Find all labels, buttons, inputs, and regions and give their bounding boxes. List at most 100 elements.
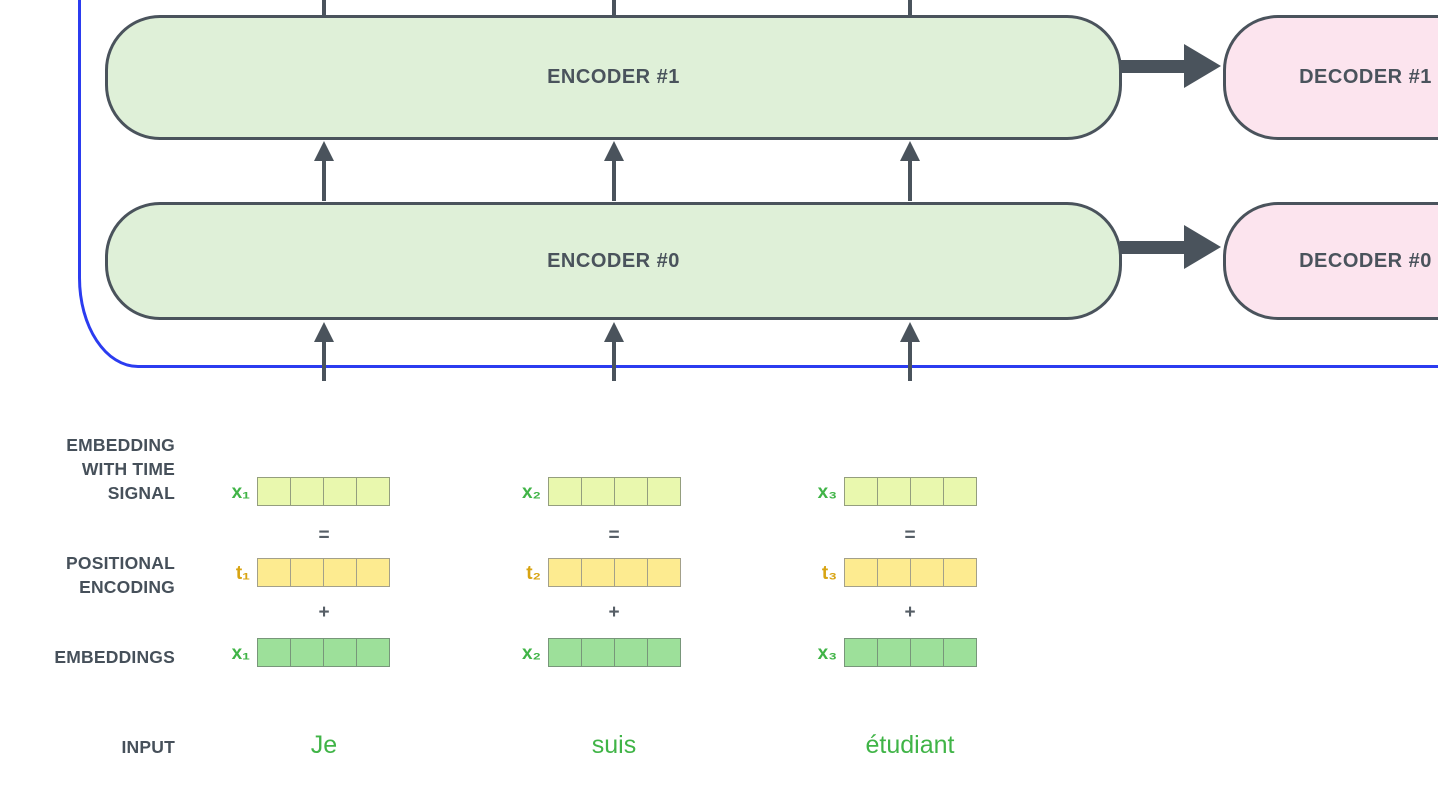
encoder-stack-frame: [78, 0, 1438, 368]
vector-cell: [258, 559, 290, 586]
vector-cell: [323, 478, 356, 505]
decoder-0-label: DECODER #0: [1299, 249, 1432, 272]
equals-operator: =: [608, 525, 620, 546]
vector-cell: [910, 639, 943, 666]
time-signal-vector: [257, 477, 390, 506]
decoder-1-label: DECODER #1: [1299, 66, 1432, 88]
vector-cell: [877, 478, 910, 505]
arrow-head-icon: [1184, 225, 1221, 269]
label-embeddings: EMBEDDINGS: [54, 647, 175, 667]
equals-operator: =: [318, 525, 330, 546]
plus-operator: +: [318, 602, 330, 623]
positional-vector-label: t₁: [235, 563, 250, 584]
positional-encoding-vector: [548, 558, 681, 587]
vector-cell: [290, 639, 323, 666]
arrow-head-icon: [900, 322, 920, 342]
input-word: étudiant: [865, 731, 955, 759]
plus-operator: +: [608, 602, 620, 623]
vector-cell: [910, 478, 943, 505]
arrow-stem: [1120, 60, 1186, 73]
vector-cell: [614, 639, 647, 666]
decoder-1-box: DECODER #1: [1223, 15, 1438, 140]
vector-cell: [290, 559, 323, 586]
arrow-stem: [322, 159, 326, 201]
positional-encoding-vector: [844, 558, 977, 587]
label-embedding-with-time-signal: EMBEDDING WITH TIME SIGNAL: [20, 433, 175, 505]
vector-cell: [877, 639, 910, 666]
label-line: SIGNAL: [107, 483, 175, 503]
embedding-vector-label: x₁: [231, 643, 250, 664]
embedding-vector-label: x₃: [817, 643, 837, 664]
vector-cell: [356, 559, 389, 586]
encoder-0-label: ENCODER #0: [547, 249, 680, 272]
arrow-stub: [908, 0, 912, 16]
vector-cell: [943, 639, 976, 666]
decoder-0-box: DECODER #0: [1223, 202, 1438, 320]
arrow-stem: [908, 341, 912, 381]
embedding-vector: [844, 638, 977, 667]
vector-cell: [581, 639, 614, 666]
vector-cell: [877, 559, 910, 586]
vector-cell: [647, 639, 680, 666]
vector-cell: [258, 478, 290, 505]
arrow-stem: [612, 341, 616, 381]
arrow-head-icon: [604, 322, 624, 342]
time-signal-vector: [844, 477, 977, 506]
vector-cell: [614, 559, 647, 586]
vector-cell: [943, 559, 976, 586]
vector-cell: [258, 639, 290, 666]
arrow-head-icon: [1184, 44, 1221, 88]
positional-vector-label: t₂: [526, 563, 541, 584]
arrow-stem: [908, 159, 912, 201]
vector-cell: [323, 639, 356, 666]
embedding-vector: [257, 638, 390, 667]
vector-cell: [581, 478, 614, 505]
plus-operator: +: [904, 602, 916, 623]
embedding-vector: [548, 638, 681, 667]
label-line: EMBEDDING: [66, 435, 175, 455]
input-word: Je: [310, 731, 338, 759]
arrow-stem: [1120, 241, 1186, 254]
time-vector-label: x₁: [231, 482, 250, 503]
vector-cell: [845, 478, 877, 505]
arrow-head-icon: [604, 141, 624, 161]
vector-cell: [549, 559, 581, 586]
vector-cell: [845, 559, 877, 586]
vector-cell: [910, 559, 943, 586]
label-input: INPUT: [121, 737, 175, 757]
input-word: suis: [591, 731, 637, 759]
vector-cell: [647, 478, 680, 505]
vector-cell: [614, 478, 647, 505]
time-vector-label: x₂: [521, 482, 541, 503]
label-positional-encoding: POSITIONAL ENCODING: [20, 551, 175, 599]
arrow-stub: [612, 0, 616, 16]
vector-cell: [549, 478, 581, 505]
label-line: WITH TIME: [81, 459, 175, 479]
label-line: ENCODING: [79, 577, 175, 597]
arrow-stem: [612, 159, 616, 201]
arrow-head-icon: [314, 141, 334, 161]
encoder-1-box: ENCODER #1: [105, 15, 1122, 140]
vector-cell: [549, 639, 581, 666]
vector-cell: [323, 559, 356, 586]
vector-cell: [845, 639, 877, 666]
embedding-vector-label: x₂: [521, 643, 541, 664]
arrow-stem: [322, 341, 326, 381]
encoder-0-box: ENCODER #0: [105, 202, 1122, 320]
positional-vector-label: t₃: [821, 563, 837, 584]
positional-encoding-vector: [257, 558, 390, 587]
vector-cell: [581, 559, 614, 586]
arrow-stub: [322, 0, 326, 16]
time-vector-label: x₃: [817, 482, 837, 503]
vector-cell: [290, 478, 323, 505]
arrow-head-icon: [900, 141, 920, 161]
vector-cell: [647, 559, 680, 586]
equals-operator: =: [904, 525, 916, 546]
vector-cell: [356, 639, 389, 666]
label-line: POSITIONAL: [66, 553, 175, 573]
vector-cell: [943, 478, 976, 505]
encoder-1-label: ENCODER #1: [547, 66, 680, 88]
time-signal-vector: [548, 477, 681, 506]
arrow-head-icon: [314, 322, 334, 342]
